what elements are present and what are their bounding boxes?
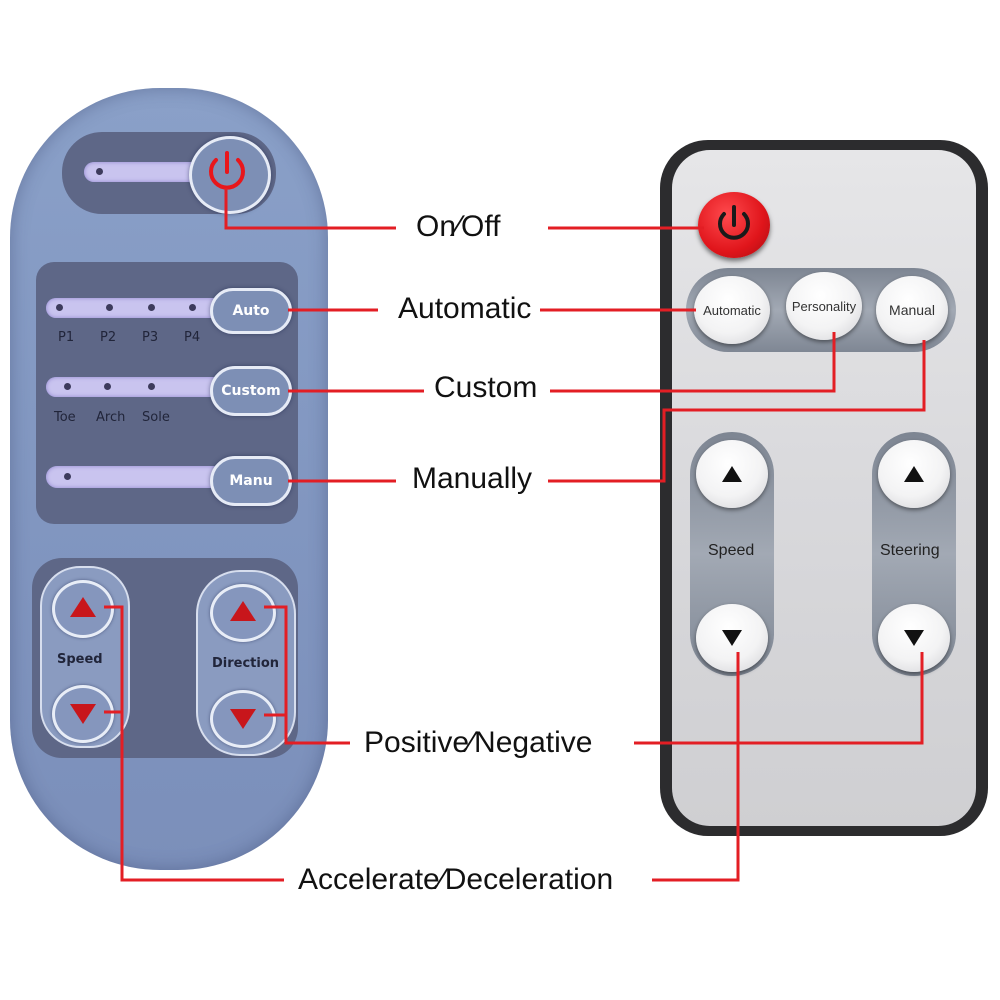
direction-down-button[interactable]: [210, 690, 276, 748]
preset-p2: P2: [100, 330, 117, 345]
callout-manually: Manually: [412, 462, 533, 495]
speed-up-button[interactable]: [52, 580, 114, 638]
right-speed-down-button[interactable]: [696, 604, 768, 672]
power-icon: [718, 205, 750, 240]
callout-on-off: On∕Off: [416, 210, 501, 243]
callout-custom: Custom: [434, 371, 538, 404]
automatic-button[interactable]: Automatic: [694, 276, 770, 344]
triangle-down-icon: [70, 704, 96, 724]
manu-slider: [46, 466, 224, 488]
speed-label: Speed: [57, 652, 103, 667]
steering-down-button[interactable]: [878, 604, 950, 672]
triangle-up-icon: [722, 466, 742, 482]
steering-up-button[interactable]: [878, 440, 950, 508]
triangle-down-icon: [230, 709, 256, 729]
right-speed-label: Speed: [708, 542, 755, 559]
preset-p3: P3: [142, 330, 159, 345]
callout-accelerate-deceleration: Accelerate∕Deceleration: [298, 863, 614, 896]
custom-button[interactable]: Custom: [210, 366, 292, 416]
automatic-button-label: Automatic: [703, 302, 761, 318]
steering-label: Steering: [880, 542, 940, 559]
auto-slider: [46, 298, 224, 318]
right-speed-up-button[interactable]: [696, 440, 768, 508]
auto-button[interactable]: Auto: [210, 288, 292, 334]
manual-button-label: Manual: [889, 302, 935, 318]
direction-up-button[interactable]: [210, 584, 276, 642]
manu-button[interactable]: Manu: [210, 456, 292, 506]
triangle-up-icon: [70, 597, 96, 617]
personality-button-label: Personality: [791, 298, 857, 314]
triangle-down-icon: [904, 630, 924, 646]
triangle-down-icon: [722, 630, 742, 646]
custom-slider: [46, 377, 224, 397]
manual-button[interactable]: Manual: [876, 276, 948, 344]
zone-arch: Arch: [96, 410, 126, 425]
preset-p1: P1: [58, 330, 75, 345]
speed-down-button[interactable]: [52, 685, 114, 743]
zone-toe: Toe: [54, 410, 76, 425]
power-slider: [84, 162, 202, 182]
personality-button[interactable]: Personality: [786, 272, 862, 340]
callout-positive-negative: Positive∕Negative: [364, 726, 593, 759]
triangle-up-icon: [230, 601, 256, 621]
zone-sole: Sole: [142, 410, 170, 425]
callout-automatic: Automatic: [398, 292, 532, 325]
triangle-up-icon: [904, 466, 924, 482]
preset-p4: P4: [184, 330, 201, 345]
direction-label: Direction: [212, 656, 280, 671]
right-power-button[interactable]: [698, 192, 770, 258]
left-power-button[interactable]: [189, 136, 271, 214]
power-icon: [209, 151, 245, 190]
